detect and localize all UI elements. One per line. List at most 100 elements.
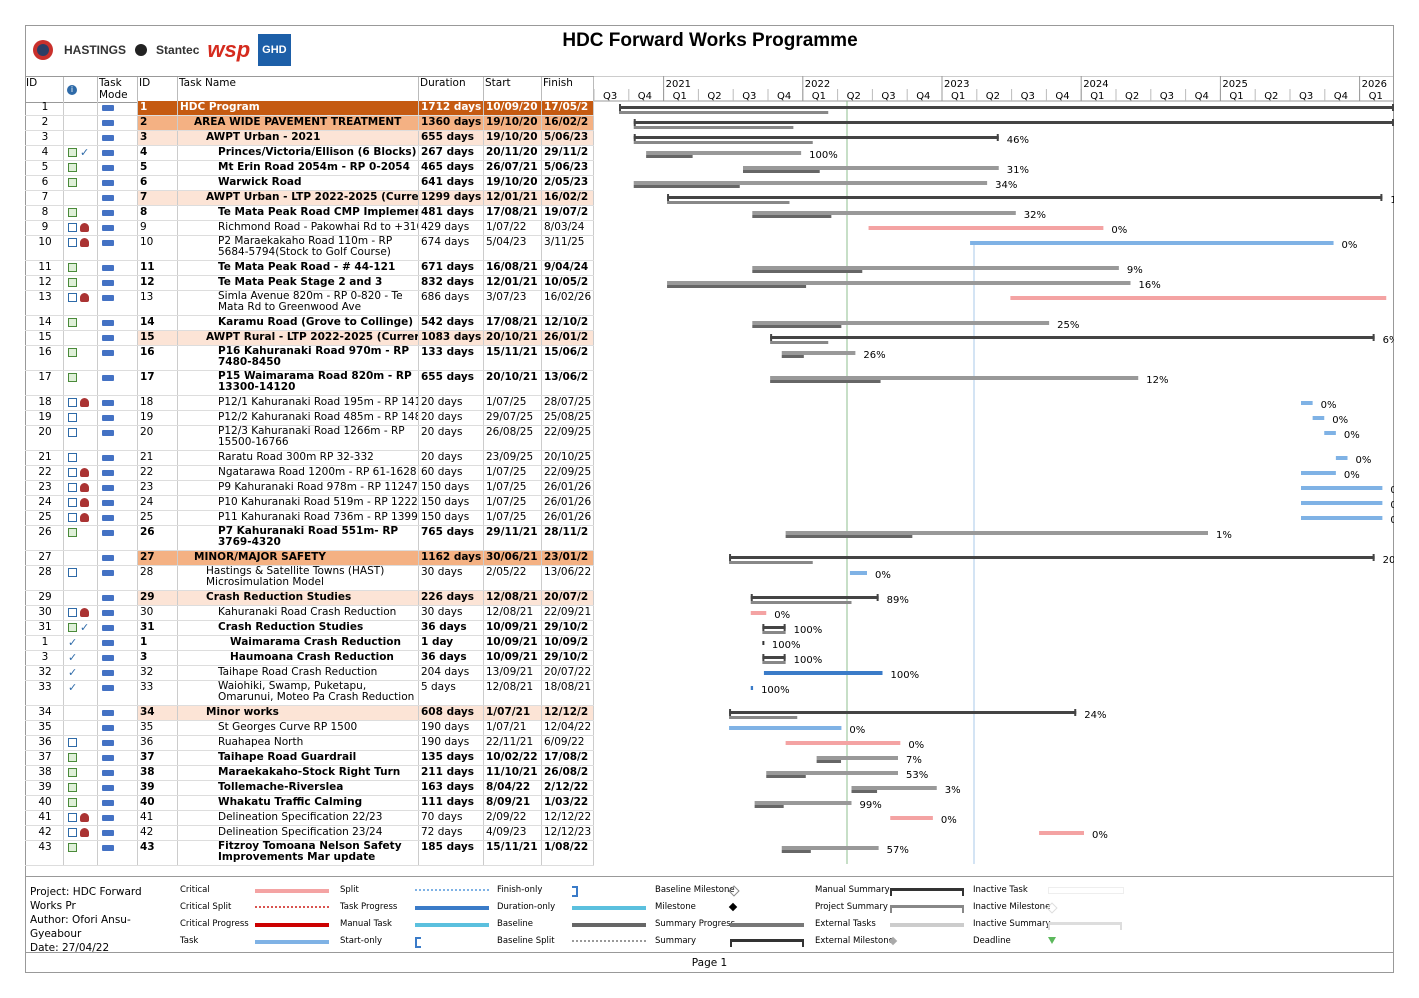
- col-mode[interactable]: Task Mode: [98, 77, 138, 102]
- calendar-icon: [68, 498, 77, 507]
- row-id: 24: [25, 496, 64, 510]
- legend-swatch: [255, 906, 329, 908]
- row-duration: 135 days: [419, 751, 484, 765]
- row-task-mode: [98, 706, 138, 720]
- row-id: 10: [25, 236, 64, 260]
- baseline-bar: [752, 215, 832, 218]
- row-id2: 35: [138, 721, 178, 735]
- col-start[interactable]: Start: [484, 77, 542, 102]
- row-duration: 185 days: [419, 841, 484, 865]
- row-finish: 19/07/2: [542, 206, 594, 220]
- row-task-mode: [98, 101, 138, 115]
- task-bar: [1301, 501, 1383, 505]
- auto-schedule-icon: [102, 280, 114, 286]
- row-start: 1/07/25: [484, 496, 542, 510]
- row-indicators: ✓: [64, 651, 98, 665]
- legend-label: Inactive Summary: [973, 919, 1051, 929]
- row-id: 41: [25, 811, 64, 825]
- row-finish: 5/06/23: [542, 131, 594, 145]
- row-task-mode: [98, 811, 138, 825]
- row-indicators: [64, 396, 98, 410]
- legend-swatch: [890, 888, 964, 896]
- bar-label: 100%: [761, 685, 790, 696]
- row-task-name: Minor works: [178, 706, 419, 720]
- row-duration: 1360 days: [419, 116, 484, 130]
- row-finish: 17/05/2: [542, 101, 594, 115]
- task-bar: [750, 686, 754, 690]
- row-id: 18: [25, 396, 64, 410]
- row-start: 19/10/20: [484, 116, 542, 130]
- bar-label: 0%: [941, 815, 957, 826]
- col-duration[interactable]: Duration: [419, 77, 484, 102]
- row-duration: 20 days: [419, 396, 484, 410]
- calendar-icon: [68, 398, 77, 407]
- bar-label: 32%: [1024, 210, 1046, 221]
- col-info[interactable]: i: [64, 77, 98, 102]
- row-task-name: Whakatu Traffic Calming: [178, 796, 419, 810]
- row-id2: 39: [138, 781, 178, 795]
- row-id: 17: [25, 371, 64, 395]
- row-indicators: [64, 331, 98, 345]
- quarter-label: Q4: [777, 91, 791, 102]
- col-id2[interactable]: ID: [138, 77, 178, 102]
- row-id: 6: [25, 176, 64, 190]
- row-finish: 29/10/2: [542, 651, 594, 665]
- baseline-bar: [750, 601, 852, 604]
- row-task-name: Crash Reduction Studies: [178, 621, 419, 635]
- row-indicators: [64, 291, 98, 315]
- col-id[interactable]: ID: [25, 77, 64, 102]
- row-start: 12/08/21: [484, 681, 542, 705]
- row-duration: 36 days: [419, 651, 484, 665]
- col-task-name[interactable]: Task Name: [178, 77, 419, 102]
- task-bar: [1301, 516, 1383, 520]
- row-task-name: Ngatarawa Road 1200m - RP 61-1628: [178, 466, 419, 480]
- col-finish[interactable]: Finish: [542, 77, 594, 102]
- row-finish: 12/10/2: [542, 316, 594, 330]
